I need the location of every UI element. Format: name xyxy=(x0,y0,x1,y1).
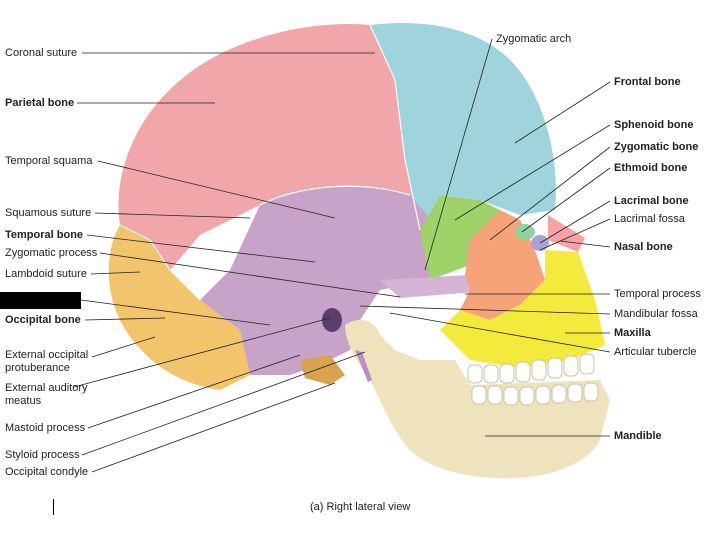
label-parietal-bone: Parietal bone xyxy=(5,97,75,109)
parietal-bone-shape xyxy=(118,24,420,270)
mastoid-shape xyxy=(300,355,345,385)
label-coronal-suture: Coronal suture xyxy=(5,47,78,59)
label-lacrimal-bone: Lacrimal bone xyxy=(614,195,689,207)
label-temporal-squama: Temporal squama xyxy=(5,155,93,167)
label-temporal-process: Temporal process xyxy=(614,288,701,300)
label-external-occipital-protuberance: External occipital protuberance xyxy=(5,349,89,374)
external-auditory-meatus-shape xyxy=(322,308,342,332)
label-ethmoid-bone: Ethmoid bone xyxy=(614,162,688,174)
label-occipital-condyle: Occipital condyle xyxy=(5,466,89,478)
label-squamous-suture: Squamous suture xyxy=(5,207,92,219)
suture-lines xyxy=(119,24,421,301)
label-styloid-process: Styloid process xyxy=(5,449,80,461)
label-maxilla: Maxilla xyxy=(614,327,651,339)
label-zygomatic-process: Zygomatic process xyxy=(5,247,98,259)
sphenoid-bone-shape xyxy=(420,195,500,280)
zygomatic-arch-shape xyxy=(380,275,475,298)
styloid-shape xyxy=(355,350,372,382)
label-mandibular-fossa: Mandibular fossa xyxy=(614,308,698,320)
nasal-bone-shape xyxy=(548,215,585,252)
label-lacrimal-fossa: Lacrimal fossa xyxy=(614,213,685,225)
leader-lines xyxy=(73,38,611,473)
ethmoid-bone-shape xyxy=(515,224,535,240)
redaction-box xyxy=(0,292,81,309)
upper-teeth xyxy=(467,353,595,384)
label-lambdoid-suture: Lambdoid suture xyxy=(5,268,87,280)
label-mandible: Mandible xyxy=(614,430,662,442)
lower-teeth xyxy=(471,382,599,406)
label-external-auditory-meatus: External auditory meatus xyxy=(5,382,88,407)
label-sphenoid-bone: Sphenoid bone xyxy=(614,119,694,131)
temporal-bone-shape xyxy=(200,186,440,375)
label-nasal-bone: Nasal bone xyxy=(614,241,673,253)
label-frontal-bone: Frontal bone xyxy=(614,76,681,88)
label-temporal-bone: Temporal bone xyxy=(5,229,84,241)
label-zygomatic-arch: Zygomatic arch xyxy=(496,33,572,45)
text-cursor xyxy=(53,499,54,515)
label-zygomatic-bone: Zygomatic bone xyxy=(614,141,699,153)
label-mastoid-process: Mastoid process xyxy=(5,422,86,434)
frontal-bone-shape xyxy=(370,23,556,230)
figure-caption: (a) Right lateral view xyxy=(310,501,411,513)
label-articular-tubercle: Articular tubercle xyxy=(614,346,697,358)
label-occipital-bone: Occipital bone xyxy=(5,314,81,326)
maxilla-shape xyxy=(440,250,605,368)
